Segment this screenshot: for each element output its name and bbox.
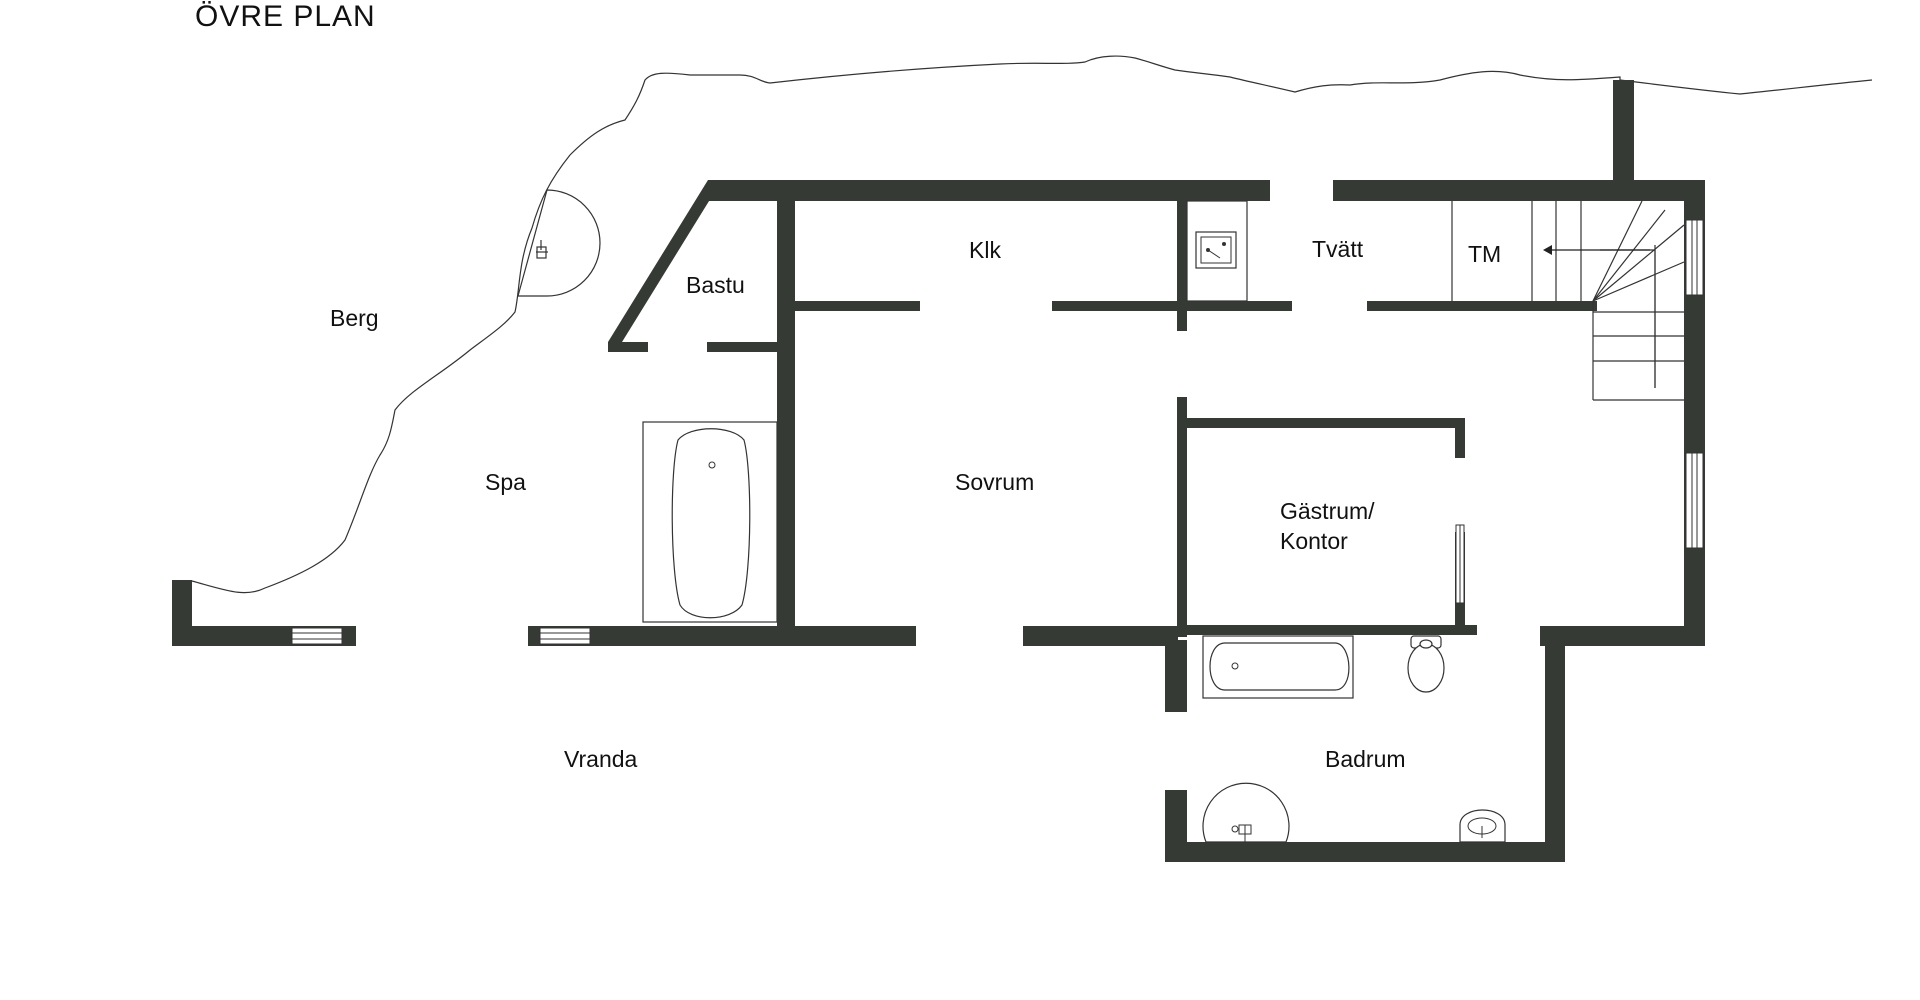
room-label-tvatt: Tvätt	[1312, 236, 1364, 262]
room-label-berg: Berg	[330, 305, 379, 331]
kitchen-cabinet	[1186, 200, 1248, 302]
washbasin-icon	[1459, 809, 1506, 843]
stair-direction-arrow-icon	[1543, 245, 1650, 255]
room-label-spa: Spa	[485, 469, 526, 495]
room-label-klk: Klk	[969, 237, 1001, 263]
room-label-tm: TM	[1468, 241, 1501, 267]
rock-outline	[191, 55, 1873, 594]
staircase	[1555, 200, 1685, 401]
spa-bathtub	[642, 421, 778, 623]
room-label-gastrum: Gästrum/	[1280, 498, 1375, 524]
shower-icon	[1202, 782, 1290, 843]
room-label-kontor: Kontor	[1280, 528, 1348, 554]
hot-tub	[517, 189, 601, 297]
room-label-vranda: Vranda	[564, 746, 638, 772]
bathroom-bathtub	[1202, 635, 1354, 699]
room-label-sovrum: Sovrum	[955, 469, 1034, 495]
hot-tub-tap-icon	[536, 240, 548, 259]
room-label-bastu: Bastu	[686, 272, 745, 298]
sink-icon	[1195, 231, 1237, 269]
toilet-icon	[1407, 635, 1445, 693]
walls	[172, 80, 1705, 862]
plan-title: ÖVRE PLAN	[195, 0, 376, 33]
room-label-badrum: Badrum	[1325, 746, 1406, 772]
windows	[291, 219, 1704, 645]
